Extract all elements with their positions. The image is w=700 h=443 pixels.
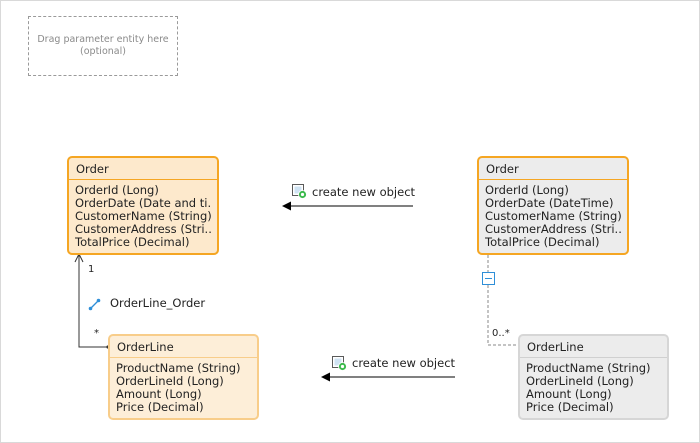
attribute-customer-name[interactable]: CustomerName (String) (485, 210, 621, 223)
association-line-left (78, 255, 109, 348)
multiplicity-one: 1 (88, 264, 95, 275)
attribute-order-id[interactable]: OrderId (Long) (75, 184, 159, 197)
attribute-amount[interactable]: Amount (Long) (526, 388, 612, 401)
multiplicity-many: * (94, 328, 99, 339)
mapping-action-label[interactable]: create new object (312, 185, 416, 199)
attribute-customer-name[interactable]: CustomerName (String) (75, 210, 211, 223)
attribute-total-price[interactable]: TotalPrice (Decimal) (485, 236, 600, 249)
attribute-product-name[interactable]: ProductName (String) (526, 362, 651, 375)
right-orderline-entity[interactable]: OrderLine ProductName (String) OrderLine… (518, 334, 669, 420)
right-order-entity[interactable]: Order OrderId (Long) OrderDate (DateTime… (477, 156, 629, 255)
drop-zone-hint: (optional) (80, 46, 126, 57)
association-name[interactable]: OrderLine_Order (110, 296, 206, 310)
attribute-price[interactable]: Price (Decimal) (116, 401, 204, 414)
create-object-icon (292, 184, 307, 203)
mapping-arrowhead-bottom (321, 372, 330, 382)
collapse-toggle-icon[interactable] (482, 270, 495, 289)
attribute-amount[interactable]: Amount (Long) (116, 388, 202, 401)
entity-title: Order (479, 158, 627, 180)
entity-title: OrderLine (110, 336, 257, 358)
attribute-orderline-id[interactable]: OrderLineId (Long) (116, 375, 224, 388)
attribute-total-price[interactable]: TotalPrice (Decimal) (75, 236, 190, 249)
association-icon (88, 296, 101, 315)
entity-title: OrderLine (520, 336, 667, 358)
association-line-right (487, 255, 519, 346)
attribute-price[interactable]: Price (Decimal) (526, 401, 614, 414)
mapping-arrowhead-top (282, 201, 291, 211)
left-orderline-entity[interactable]: OrderLine ProductName (String) OrderLine… (108, 334, 259, 420)
parameter-drop-zone[interactable]: Drag parameter entity here (optional) (28, 16, 178, 76)
create-object-icon (332, 356, 347, 375)
left-order-entity[interactable]: Order OrderId (Long) OrderDate (Date and… (67, 156, 219, 255)
drop-zone-text: Drag parameter entity here (37, 34, 169, 45)
attribute-order-date[interactable]: OrderDate (DateTime) (485, 197, 614, 210)
attribute-customer-address[interactable]: CustomerAddress (Stri... (485, 223, 621, 236)
mapping-action-label[interactable]: create new object (352, 356, 456, 370)
multiplicity-zero-many: 0..* (492, 328, 510, 339)
attribute-order-date[interactable]: OrderDate (Date and ti... (75, 197, 211, 210)
attribute-product-name[interactable]: ProductName (String) (116, 362, 241, 375)
attribute-orderline-id[interactable]: OrderLineId (Long) (526, 375, 634, 388)
attribute-customer-address[interactable]: CustomerAddress (Stri... (75, 223, 211, 236)
entity-title: Order (69, 158, 217, 180)
attribute-order-id[interactable]: OrderId (Long) (485, 184, 569, 197)
